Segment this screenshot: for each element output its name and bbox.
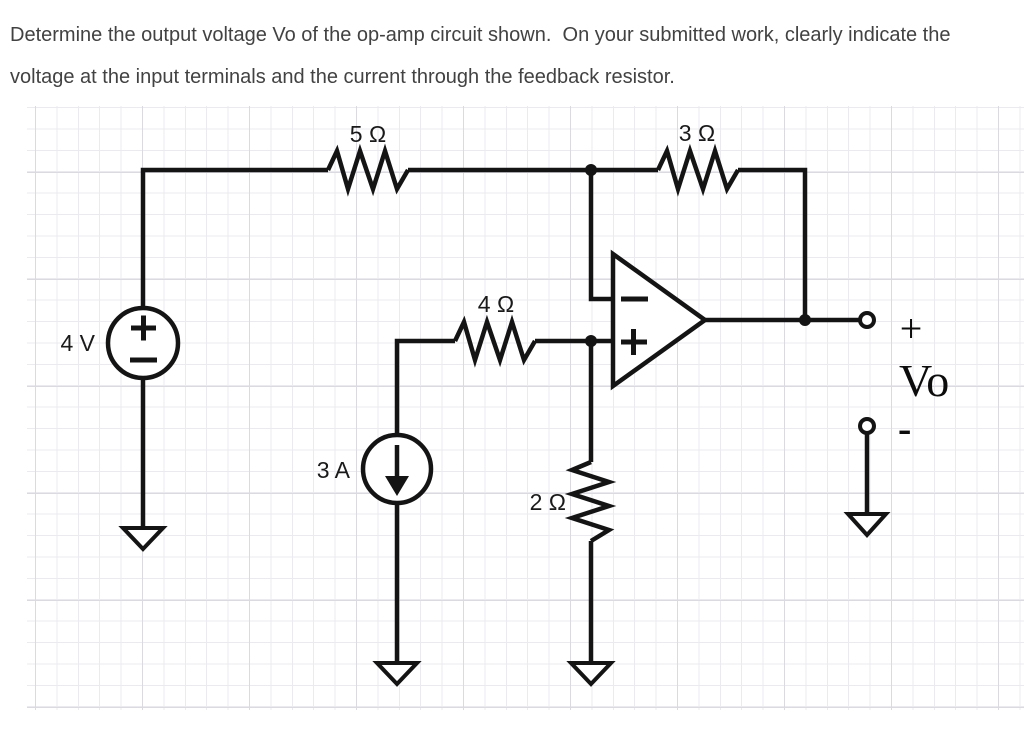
- output-labels: + Vo -: [898, 306, 949, 451]
- wire-feedback-right: [738, 167, 808, 320]
- output-terminal-bottom: [858, 417, 876, 435]
- ground-icon-current-source: [372, 661, 422, 687]
- ground-icon-voltage-source: [118, 526, 168, 552]
- ground-icons: [118, 512, 891, 687]
- resistor-5ohm-label: 5 Ω: [350, 121, 386, 147]
- resistor-4ohm: 4 Ω: [452, 291, 537, 368]
- junction-dot-inverting-node: [585, 164, 597, 176]
- current-source: 3 A: [317, 432, 434, 506]
- resistor-5ohm: 5 Ω: [325, 121, 410, 197]
- voltage-source-plus-icon: [131, 315, 156, 341]
- problem-statement-line-2: voltage at the input terminals and the c…: [10, 66, 675, 88]
- voltage-source-label: 4 V: [60, 330, 95, 356]
- junction-dot-output-node: [799, 314, 811, 326]
- current-source-label: 3 A: [317, 457, 351, 483]
- voltage-source-circle: [105, 305, 181, 381]
- resistor-4ohm-zigzag: [452, 314, 537, 368]
- opamp-symbol: [610, 249, 709, 391]
- ground-icon-2ohm: [566, 661, 616, 687]
- output-minus-label: -: [898, 406, 911, 451]
- resistor-2ohm-zigzag: [564, 459, 617, 543]
- resistor-2ohm-label: 2 Ω: [530, 489, 566, 515]
- resistor-3ohm-zigzag: [655, 143, 740, 197]
- wire-inverting-input: [588, 170, 613, 302]
- wires: [140, 167, 870, 663]
- problem-statement-line-1: Determine the output voltage Vo of the o…: [10, 24, 951, 46]
- wire-top-left: [140, 167, 328, 308]
- resistor-3ohm-label: 3 Ω: [679, 120, 715, 146]
- ground-icon-output: [843, 512, 891, 538]
- output-terminals: [858, 311, 876, 435]
- output-plus-label: +: [900, 306, 923, 351]
- resistor-2ohm: 2 Ω: [530, 459, 617, 543]
- voltage-source: 4 V: [60, 305, 181, 381]
- grid-paper-background: [27, 106, 1024, 710]
- current-source-arrow-icon: [385, 476, 409, 496]
- junction-dots: [585, 164, 811, 347]
- wire-4ohm-to-current-source: [394, 338, 455, 435]
- output-terminal-top: [858, 311, 876, 329]
- opamp-noninverting-sign-icon: [621, 329, 647, 355]
- resistor-4ohm-label: 4 Ω: [478, 291, 514, 317]
- resistor-3ohm-feedback: 3 Ω: [655, 120, 740, 197]
- junction-dot-noninverting-node: [585, 335, 597, 347]
- opamp-triangle: [610, 249, 709, 391]
- output-vo-label: Vo: [899, 355, 949, 406]
- resistor-5ohm-zigzag: [325, 143, 410, 197]
